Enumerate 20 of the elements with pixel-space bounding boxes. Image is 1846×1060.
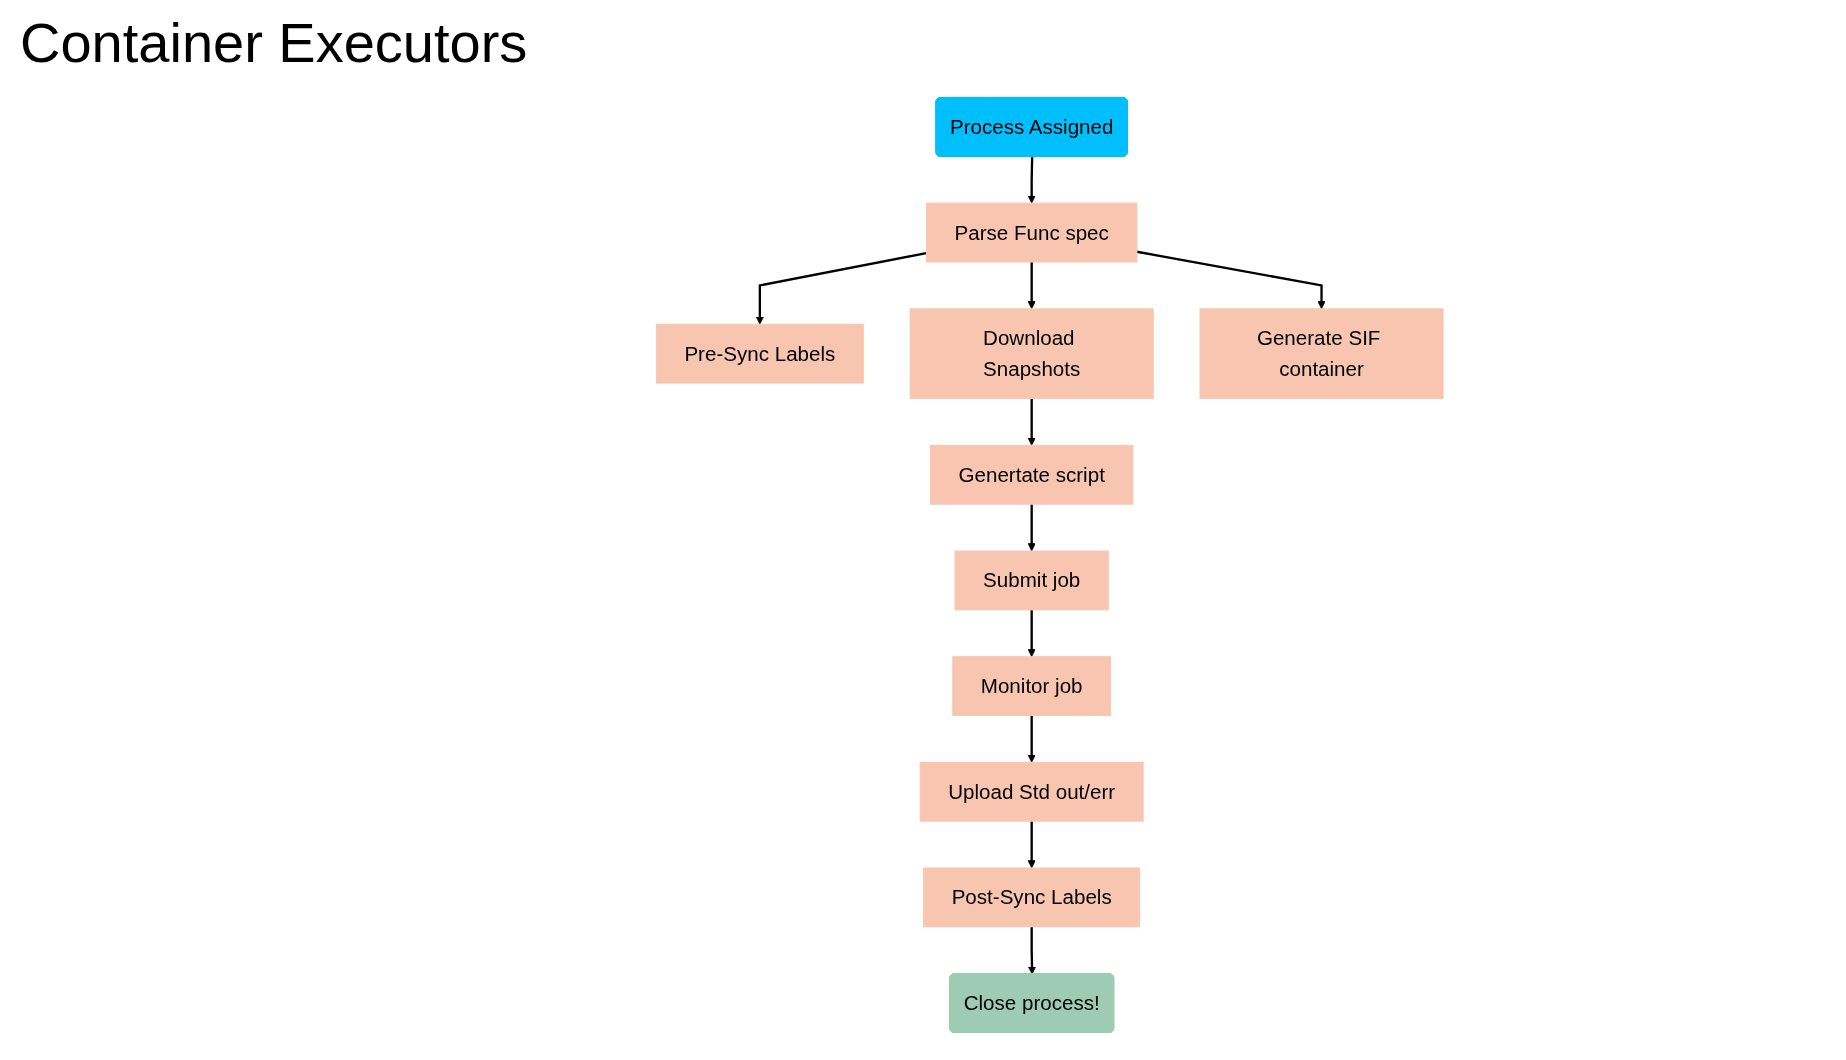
- node-box: Parse Func spec: [926, 202, 1138, 263]
- arrow: [1027, 715, 1037, 763]
- node-box: Download Snapshots: [909, 308, 1154, 400]
- node-box: Monitor job: [952, 656, 1112, 716]
- node-box: Generate SIF container: [1199, 308, 1444, 400]
- node-box: Genertate script: [930, 444, 1134, 505]
- node-box: Submit job: [954, 550, 1110, 611]
- node-box: Pre-Sync Labels: [656, 323, 865, 384]
- arrow: [756, 251, 927, 325]
- arrow: [1027, 262, 1037, 310]
- arrow: [1028, 926, 1037, 975]
- title: Container Executors: [20, 10, 528, 75]
- arrow: [1027, 398, 1037, 446]
- arrow: [1027, 504, 1037, 552]
- arrow: [1027, 821, 1037, 869]
- arrow: [1136, 250, 1326, 310]
- node-box: Post-Sync Labels: [923, 867, 1141, 928]
- arrow: [1027, 609, 1037, 657]
- node-box: Upload Std out/err: [919, 761, 1144, 822]
- arrow: [1027, 156, 1037, 204]
